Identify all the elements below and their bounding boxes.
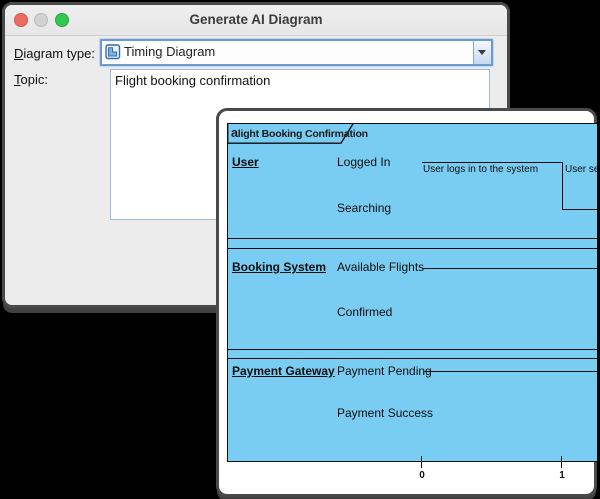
timeline-user-step-down <box>562 162 563 209</box>
chevron-down-icon <box>478 50 486 55</box>
timeline-user-logged-in <box>422 162 562 163</box>
state-available-flights[interactable]: Available Flights <box>337 260 425 274</box>
state-searching[interactable]: Searching <box>337 201 392 215</box>
state-payment-success[interactable]: Payment Success <box>337 406 434 420</box>
topic-label: Topic: <box>14 72 48 87</box>
dialog-titlebar[interactable]: Generate AI Diagram <box>5 5 507 36</box>
state-payment-pending[interactable]: Payment Pending <box>337 364 432 378</box>
state-confirmed[interactable]: Confirmed <box>337 305 393 319</box>
diagram-type-value: Timing Diagram <box>124 44 216 59</box>
diagram-type-select[interactable]: Timing Diagram <box>100 39 493 66</box>
axis-tick-1 <box>561 456 562 468</box>
minimize-button[interactable] <box>34 13 48 27</box>
section-divider <box>228 238 597 239</box>
diagram-type-label: Diagram type: <box>14 46 95 61</box>
timeline-booking-available-flights <box>422 268 597 269</box>
dropdown-arrow-button[interactable] <box>473 41 491 64</box>
timeline-payment-pending <box>424 371 597 372</box>
timing-diagram-icon <box>105 44 121 60</box>
timeline-user-searching <box>562 209 597 210</box>
state-logged-in[interactable]: Logged In <box>337 155 391 169</box>
dialog-title: Generate AI Diagram <box>189 12 323 27</box>
lifeline-user[interactable]: User <box>232 155 259 169</box>
annotation-user-logs-in[interactable]: User logs in to the system <box>423 164 539 175</box>
annotation-user-searches[interactable]: User sea <box>565 164 597 175</box>
zoom-button[interactable] <box>55 13 69 27</box>
timing-diagram-canvas[interactable]: alight Booking Confirmation User Booking… <box>227 123 597 462</box>
frame-tab-label[interactable]: alight Booking Confirmation <box>231 126 368 140</box>
axis-label-0: 0 <box>419 470 425 481</box>
axis-label-1: 1 <box>559 470 565 481</box>
section-divider <box>228 349 597 350</box>
diagram-window: alight Booking Confirmation User Booking… <box>216 108 597 497</box>
lifeline-booking-system[interactable]: Booking System <box>232 260 327 274</box>
section-divider <box>228 358 597 359</box>
frame-tab-glyph: a <box>231 126 238 140</box>
section-divider <box>228 248 597 249</box>
axis-tick-0 <box>421 456 422 468</box>
lifeline-payment-gateway[interactable]: Payment Gateway <box>232 364 335 378</box>
close-button[interactable] <box>14 13 28 27</box>
frame-tab-shape <box>228 124 354 144</box>
